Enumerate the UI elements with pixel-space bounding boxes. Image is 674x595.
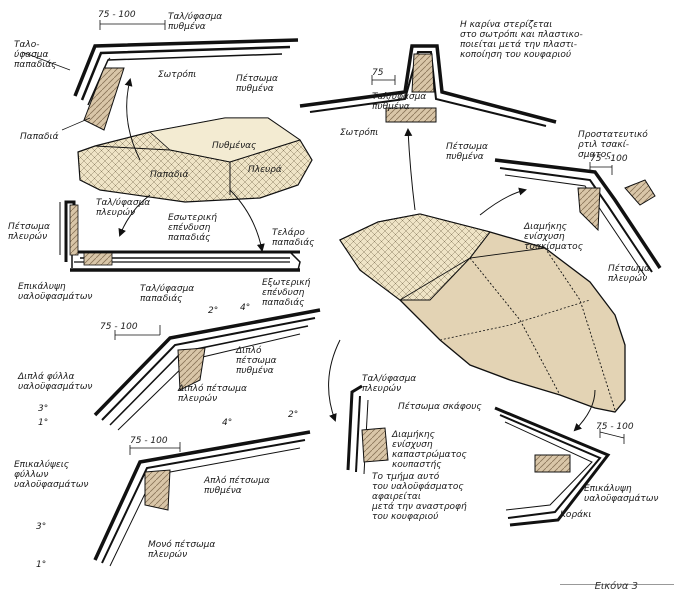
caption-rule bbox=[560, 584, 674, 585]
label-keel-bottom-cloth: Ταλ/ύφασμα πυθμένα bbox=[372, 92, 427, 112]
label-dim-ds: 75 - 100 bbox=[100, 322, 138, 332]
label-double-bottom: Διπλό πέτσωμα πυθμένα bbox=[236, 346, 277, 376]
label-side-skin: Πέτσωμα πλευρών bbox=[8, 222, 50, 242]
label-double-side: Διπλό πέτσωμα πλευρών bbox=[178, 384, 247, 404]
label-chine-stringer: Διαμήκης ενίσχυση τσακίσματος bbox=[524, 222, 583, 252]
label-chine-guard: Προστατευτικό ρτιλ τσακί- σματος bbox=[578, 130, 648, 160]
label-cloth-overlaps: Επικαλύψεις φύλλων υαλοϋφασμάτων bbox=[14, 460, 89, 490]
label-ply-3-a: 3° bbox=[38, 404, 49, 414]
label-hull-transom: Παπαδιά bbox=[150, 170, 189, 180]
detail-single-skin bbox=[93, 430, 311, 567]
label-keel-keelson: Σωτρόπι bbox=[340, 128, 379, 138]
connector-arrows bbox=[118, 78, 596, 432]
label-dim-korak: 75 - 100 bbox=[596, 422, 634, 432]
label-ply-2-b: 2° bbox=[288, 410, 299, 420]
label-transom-cloth-2: Ταλ/ύφασμα παπαδιάς bbox=[140, 284, 195, 304]
label-bottom-skin: Πέτσωμα πυθμένα bbox=[236, 74, 278, 94]
hull-main bbox=[339, 213, 626, 413]
label-hull-side: Πλευρά bbox=[248, 165, 282, 175]
label-transom-frame: Τελάρο παπαδιάς bbox=[272, 228, 315, 248]
label-inner-transom: Εσωτερική επένδυση παπαδιάς bbox=[168, 213, 217, 243]
label-ply-4-b: 4° bbox=[222, 418, 233, 428]
label-bottom-cloth: Ταλ/ύφασμα πυθμένα bbox=[168, 12, 223, 32]
label-cloth-overlap: Επικάλυψη υαλοϋφασμάτων bbox=[18, 282, 93, 302]
label-ply-1-b: 1° bbox=[36, 560, 47, 570]
label-ply-1-a: 1° bbox=[38, 418, 49, 428]
figure-caption: Εικόνα 3 bbox=[594, 581, 638, 592]
label-single-bottom: Απλό πέτσωμα πυθμένα bbox=[204, 476, 270, 496]
label-hull-bottom: Πυθμένας bbox=[212, 141, 257, 151]
label-double-cloth: Διπλά φύλλα υαλοϋφασμάτων bbox=[18, 372, 93, 392]
label-dim-chine: 75 - 100 bbox=[590, 154, 628, 164]
label-korak: Κοράκι bbox=[560, 510, 592, 520]
label-single-side: Μονό πέτσωμα πλευρών bbox=[148, 540, 216, 560]
label-keel-note: Η καρίνα στερίζεται στο σωτρόπι και πλασ… bbox=[460, 20, 583, 60]
label-outer-transom: Εξωτερική επένδυση παπαδιάς bbox=[262, 278, 311, 308]
label-removed-cloth: Το τμήμα αυτό του υαλοϋφάσματος αφαιρείτ… bbox=[372, 472, 467, 522]
detail-korak bbox=[494, 406, 625, 527]
label-transom-cloth: Ταλο- ύφασμα παπαδιάς bbox=[14, 40, 57, 70]
detail-top-left bbox=[73, 20, 299, 131]
label-ply-2-a: 2° bbox=[208, 306, 219, 316]
label-side-cloth: Ταλ/ύφασμα πλευρών bbox=[96, 198, 151, 218]
label-korak-overlap: Επικάλυψη υαλοϋφασμάτων bbox=[584, 484, 659, 504]
detail-double-skin bbox=[93, 308, 321, 431]
label-gunwale-stringer: Διαμήκης ενίσχυση καπαστρώματος κουπαστή… bbox=[392, 430, 467, 470]
label-transom: Παπαδιά bbox=[20, 132, 59, 142]
detail-gunwale bbox=[346, 384, 389, 475]
label-dim-ss: 75 - 100 bbox=[130, 436, 168, 446]
label-keelson: Σωτρόπι bbox=[158, 70, 197, 80]
label-hull-skin: Πέτσωμα σκάφους bbox=[398, 402, 482, 412]
label-dim-tl: 75 - 100 bbox=[98, 10, 136, 20]
label-chine-side-skin: Πέτσωμα πλευρών bbox=[608, 264, 650, 284]
detail-chine-guard bbox=[494, 158, 662, 277]
detail-top-right bbox=[299, 44, 557, 127]
label-keel-bottom-skin: Πέτσωμα πυθμένα bbox=[446, 142, 488, 162]
hull-sketch-upside bbox=[77, 117, 313, 203]
label-gunwale-side-cloth: Ταλ/ύφασμα πλευρών bbox=[362, 374, 417, 394]
detail-transom bbox=[59, 200, 301, 272]
label-ply-3-b: 3° bbox=[36, 522, 47, 532]
label-ply-4-a: 4° bbox=[240, 303, 251, 313]
label-dim-keel: 75 bbox=[372, 68, 384, 78]
